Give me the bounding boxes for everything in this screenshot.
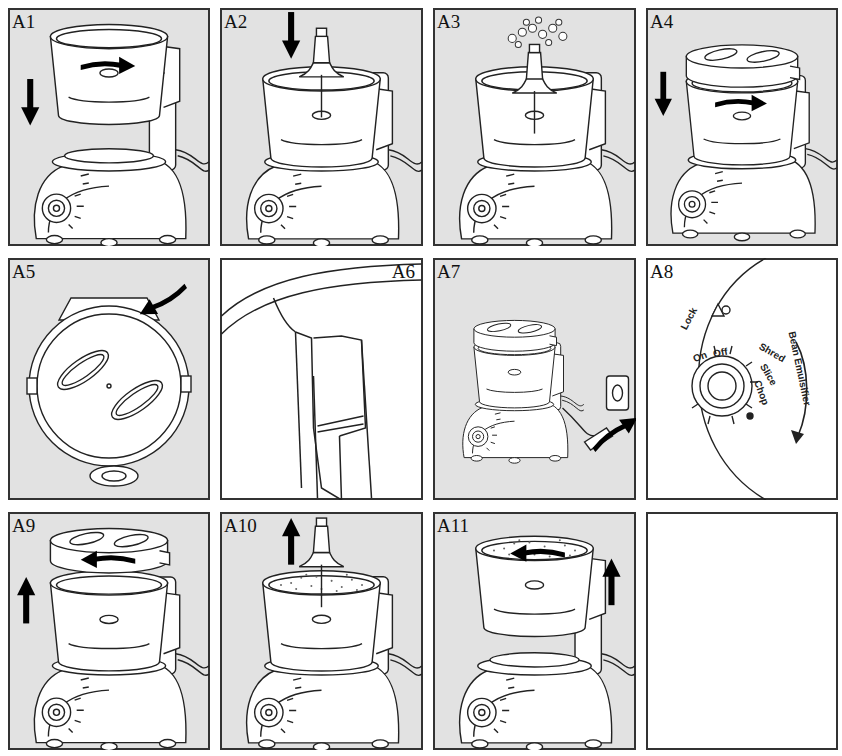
step-number: A8 (650, 262, 673, 281)
step-illustration (247, 12, 422, 247)
step-number: A11 (437, 516, 469, 535)
step-number: A6 (392, 262, 415, 281)
step-panel: A9 (8, 512, 210, 750)
step-number: A7 (437, 262, 460, 281)
plug-in (463, 320, 642, 463)
step-number: A3 (437, 12, 460, 31)
dial-closeup (692, 258, 807, 500)
step-illustration (21, 24, 209, 246)
step-panel: A4 (646, 8, 838, 246)
step-panel: A5 (8, 258, 210, 500)
step-number: A10 (224, 516, 257, 535)
step-panel: A11 (433, 512, 636, 750)
step-panel: A1 (8, 8, 210, 246)
step-panel: A7 (433, 258, 636, 500)
step-number: A2 (224, 12, 247, 31)
step-panel: A10 (220, 512, 423, 750)
top-view (27, 280, 191, 486)
dial-setting: Off (712, 345, 728, 358)
step-panel: A8 (646, 258, 838, 500)
step-illustration (460, 536, 635, 751)
step-number: A1 (12, 12, 35, 31)
closeup-latch (222, 264, 422, 500)
step-illustration (655, 45, 837, 241)
step-illustration (247, 518, 422, 751)
step-panel: A3 (433, 8, 636, 246)
step-number: A5 (12, 262, 35, 281)
step-number: A4 (650, 12, 673, 31)
step-illustration (460, 17, 635, 247)
step-panel: A6 (220, 258, 423, 500)
step-panel: A2 (220, 8, 423, 246)
step-illustration (17, 528, 209, 750)
empty-panel (647, 513, 837, 749)
step-number: A9 (12, 516, 35, 535)
